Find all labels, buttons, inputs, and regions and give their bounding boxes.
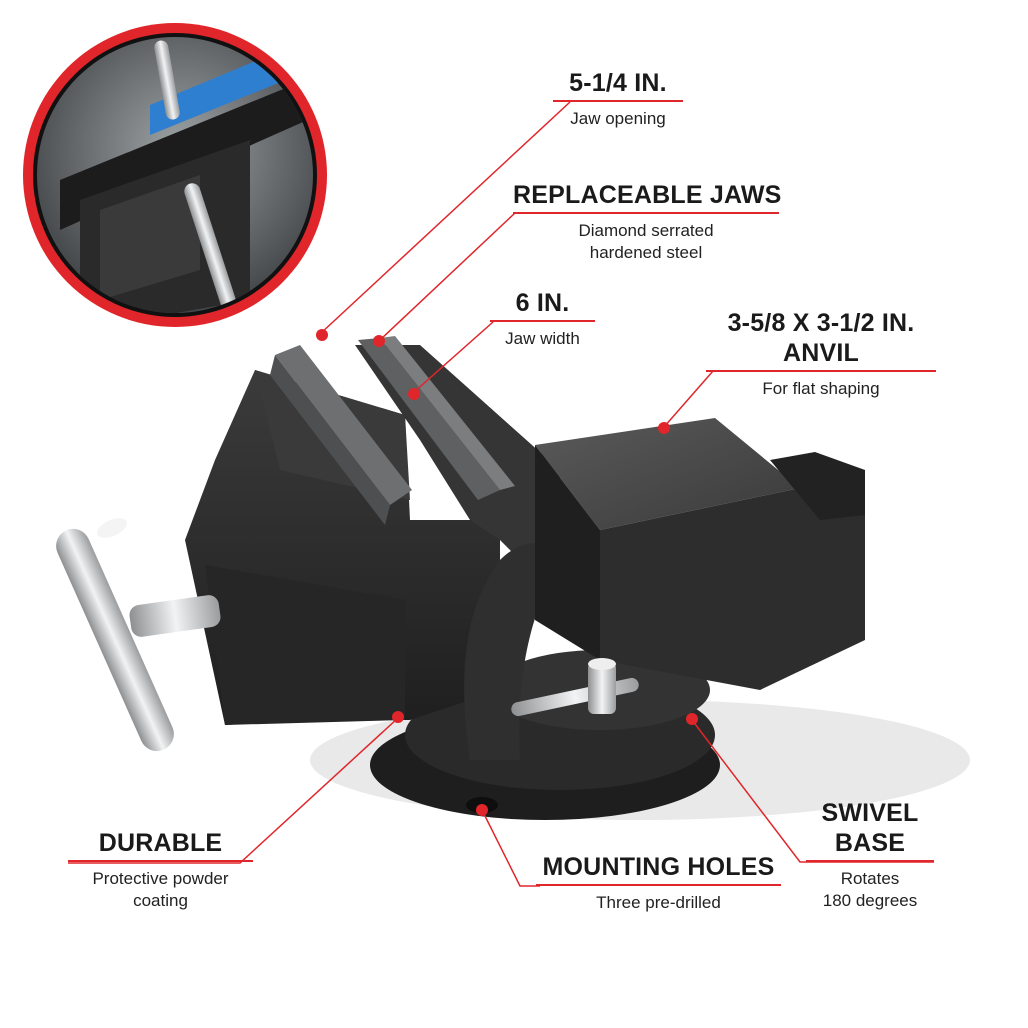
callout-desc: Jaw width [505, 329, 580, 348]
callout-desc: Diamond serrated [578, 221, 714, 240]
callout-jaw-opening: 5-1/4 IN. Jaw opening [553, 68, 683, 130]
callout-desc: Three pre-drilled [596, 893, 721, 912]
callout-title: MOUNTING HOLES [542, 853, 775, 881]
rear-jaw-plate [275, 345, 412, 505]
callout-title: DURABLE [98, 829, 223, 857]
callout-durable: DURABLE Protective powder coating [68, 828, 253, 912]
callout-desc: Rotates [840, 869, 900, 888]
main-t-handle [56, 518, 221, 752]
callout-desc: For flat shaping [762, 379, 880, 398]
callout-title: ANVIL [783, 339, 859, 367]
inset-closeup [23, 23, 327, 327]
leader-lines [68, 101, 934, 887]
callout-rule [706, 370, 936, 372]
callout-desc: hardened steel [589, 243, 703, 262]
leader-mounting-holes [481, 809, 540, 887]
callout-swivel-base: SWIVEL BASE Rotates 180 degrees [806, 798, 934, 912]
callout-title: REPLACEABLE JAWS [513, 181, 782, 209]
leader-anvil [663, 370, 714, 428]
callout-title: 3-5/8 X 3-1/2 IN. [727, 309, 915, 337]
callout-title: BASE [834, 829, 906, 857]
swivel-lock-handle [511, 658, 639, 717]
callout-desc: Protective powder [92, 869, 229, 888]
leader-durable [68, 717, 399, 864]
callout-title: 6 IN. [515, 289, 570, 317]
leader-jaw-opening [319, 101, 571, 335]
front-jaw-plate [358, 338, 500, 500]
callout-mounting-holes: MOUNTING HOLES Three pre-drilled [536, 852, 781, 914]
callout-desc: coating [133, 891, 188, 910]
callout-anvil: 3-5/8 X 3-1/2 IN. ANVIL For flat shaping [706, 308, 936, 400]
leader-swivel-base [691, 719, 934, 863]
callout-title: 5-1/4 IN. [569, 69, 667, 97]
vise-body [185, 336, 865, 760]
callout-rule [553, 100, 683, 102]
anvil-top [535, 418, 800, 530]
callout-rule [806, 860, 934, 862]
callout-desc: 180 degrees [822, 891, 918, 910]
leader-dots [316, 329, 698, 816]
leader-replaceable-jaws [379, 212, 516, 341]
callout-rule [490, 320, 595, 322]
callout-jaw-width: 6 IN. Jaw width [490, 288, 595, 350]
callout-title: SWIVEL [821, 799, 919, 827]
callout-rule [68, 860, 253, 862]
callout-rule [513, 212, 779, 214]
callout-rule [536, 884, 781, 886]
callout-replaceable-jaws: REPLACEABLE JAWS Diamond serrated harden… [513, 180, 782, 264]
leader-jaw-width [412, 321, 494, 394]
callout-desc: Jaw opening [570, 109, 666, 128]
